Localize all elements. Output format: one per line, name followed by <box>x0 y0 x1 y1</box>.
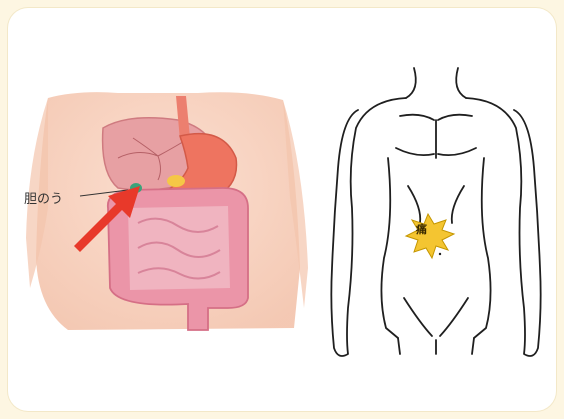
gallbladder-label: 胆のう <box>24 188 63 207</box>
anatomy-panel: 胆のう <box>8 8 308 411</box>
neck-outline <box>406 68 466 98</box>
pelvis-lines <box>404 298 468 336</box>
body-outline <box>308 8 556 411</box>
chest-lines <box>400 115 472 158</box>
leg-lines <box>398 338 474 354</box>
torso-right-side <box>474 158 491 338</box>
right-body-outline <box>466 98 541 356</box>
torso-left-side <box>381 158 398 338</box>
body-outline-panel: 痛 <box>308 8 556 411</box>
abdomen-lines <box>408 186 464 223</box>
pain-burst-icon <box>406 214 454 258</box>
pain-label: 痛 <box>416 221 427 237</box>
small-intestine <box>128 206 230 290</box>
anatomy-illustration <box>8 8 308 411</box>
figure-frame: 胆のう <box>8 8 556 411</box>
navel <box>439 253 441 255</box>
left-body-outline <box>331 98 406 356</box>
pancreas <box>167 175 185 187</box>
